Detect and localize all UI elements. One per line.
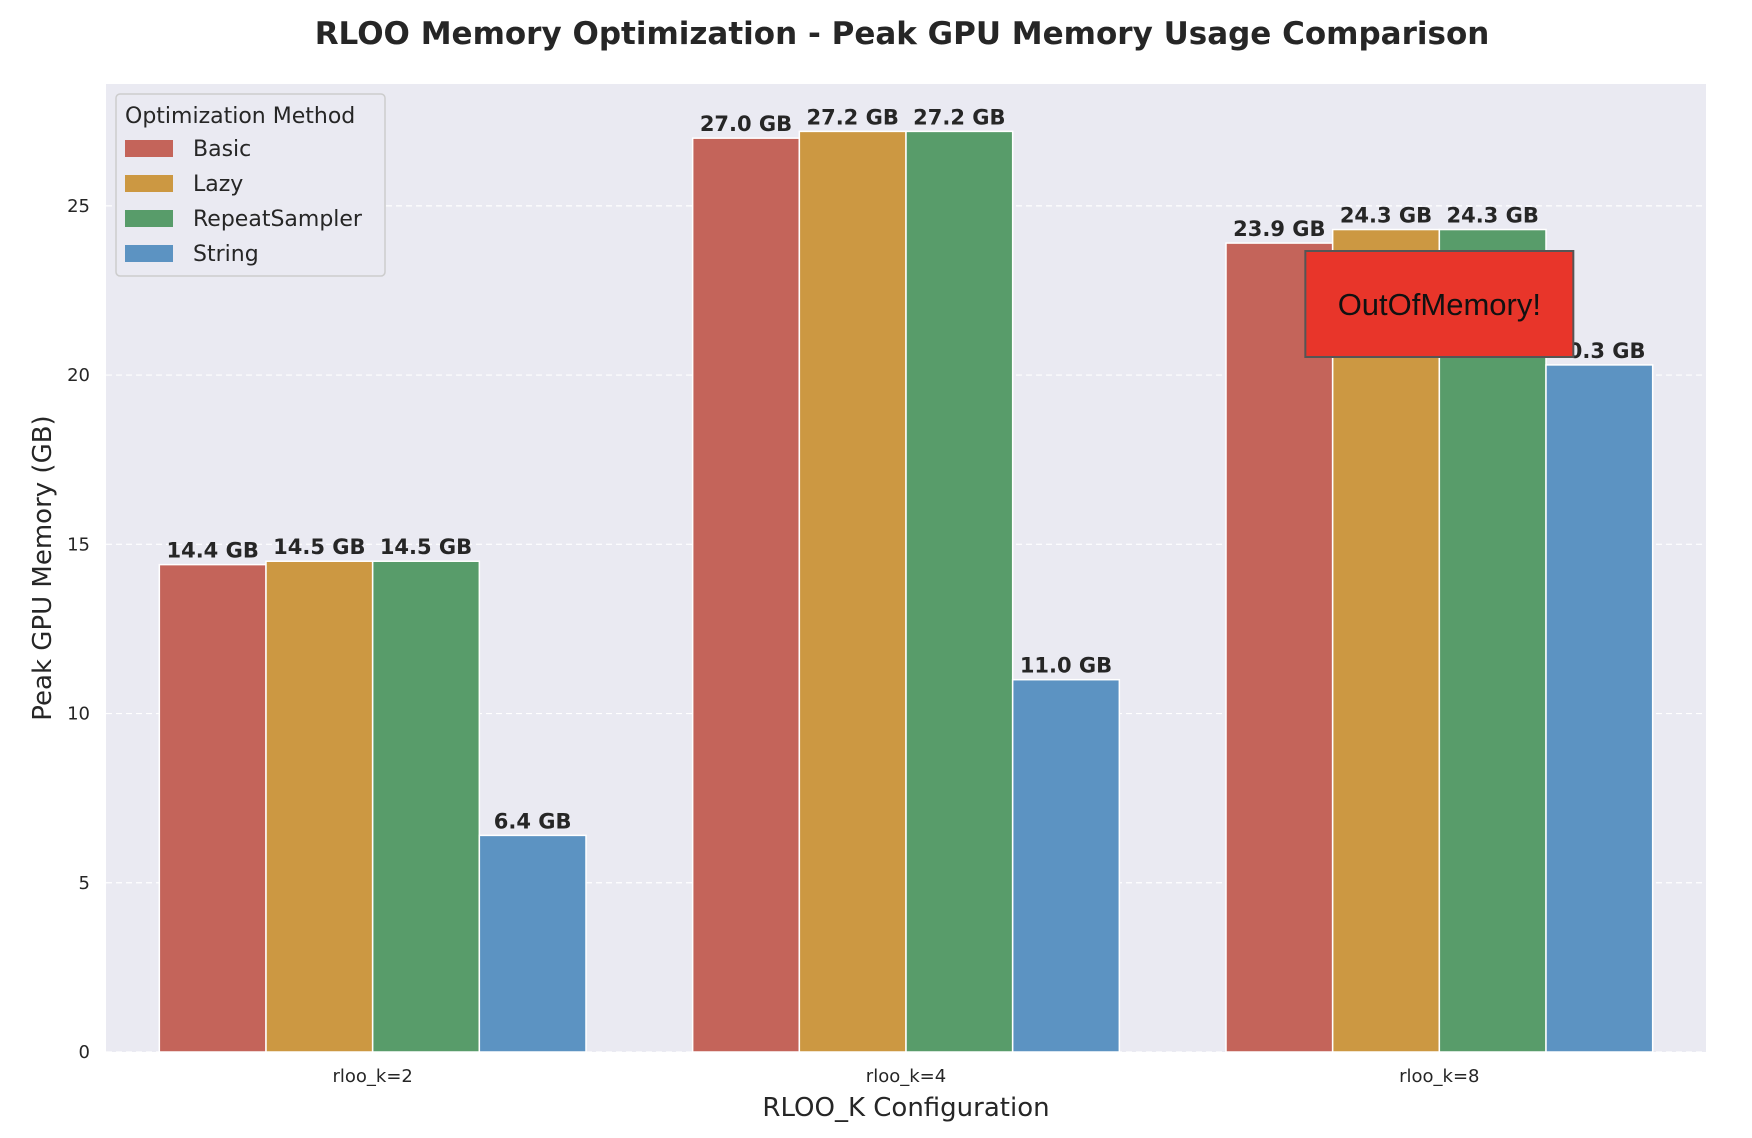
legend-label-lazy: Lazy <box>193 172 243 197</box>
legend-label-basic: Basic <box>193 137 251 162</box>
bar-labels: 14.4 GB 27.0 GB 23.9 GB 14.5 GB 27.2 GB 24.3 … <box>166 105 1645 833</box>
bar-value-label: 27.0 GB <box>700 112 792 136</box>
x-tick-label: rloo_k=8 <box>1399 1066 1479 1087</box>
bar-value-label: 27.2 GB <box>913 105 1005 129</box>
y-tick-label: 15 <box>67 534 90 555</box>
legend-title: Optimization Method <box>125 104 355 129</box>
y-tick-label: 20 <box>67 365 90 386</box>
y-tick-label: 5 <box>79 873 90 894</box>
x-axis-ticks: rloo_k=2 rloo_k=4 rloo_k=8 <box>332 1066 1479 1087</box>
bar-basic-1 <box>158 563 267 1053</box>
bar-string-2 <box>1011 678 1121 1053</box>
bar-value-label: 24.3 GB <box>1340 204 1432 228</box>
legend-frame <box>115 93 386 277</box>
legend-swatch-repeatsampler <box>125 210 173 227</box>
y-axis-ticks: 0 5 10 15 20 25 <box>67 196 90 1063</box>
bar-value-label: 14.5 GB <box>273 535 365 559</box>
bar-value-label: 6.4 GB <box>494 809 572 833</box>
x-axis-label: RLOO_K Configuration <box>762 1093 1049 1123</box>
bar-lazy-1 <box>265 560 374 1053</box>
legend-swatch-string <box>125 245 173 262</box>
bar-repeatsampler-3 <box>1438 228 1547 1053</box>
y-tick-label: 10 <box>67 704 90 725</box>
bar-value-label: 14.4 GB <box>166 539 258 563</box>
y-axis-label: Peak GPU Memory (GB) <box>28 415 58 720</box>
bar-value-label: 24.3 GB <box>1446 204 1538 228</box>
annotations: OutOfMemory! <box>1304 250 1575 358</box>
bar-basic-2 <box>691 137 801 1053</box>
bar-repeatsampler-2 <box>905 130 1014 1053</box>
x-tick-label: rloo_k=2 <box>332 1066 412 1087</box>
legend-swatch-basic <box>125 140 173 157</box>
legend-swatch-lazy <box>125 175 173 192</box>
bar-value-label: 11.0 GB <box>1020 654 1112 678</box>
bars <box>158 130 1654 1053</box>
bar-lazy-2 <box>798 130 907 1053</box>
legend-label-string: String <box>193 242 259 267</box>
bar-repeatsampler-1 <box>371 560 481 1053</box>
x-tick-label: rloo_k=4 <box>866 1066 946 1087</box>
bar-value-label: 23.9 GB <box>1233 217 1325 241</box>
y-tick-label: 25 <box>67 196 90 217</box>
chart-title: RLOO Memory Optimization - Peak GPU Memo… <box>315 16 1490 52</box>
bar-value-label: 14.5 GB <box>380 535 472 559</box>
bar-string-1 <box>478 834 587 1053</box>
out-of-memory-box <box>1304 250 1575 358</box>
out-of-memory-text: OutOfMemory! <box>1338 287 1541 322</box>
bar-basic-3 <box>1225 242 1334 1053</box>
legend: Optimization Method BasicLazyRepeatSampl… <box>115 93 386 277</box>
y-tick-label: 0 <box>79 1042 90 1063</box>
bar-string-3 <box>1545 364 1654 1053</box>
bar-value-label: 27.2 GB <box>806 105 898 129</box>
bar-lazy-3 <box>1331 228 1441 1053</box>
legend-label-repeatsampler: RepeatSampler <box>193 207 363 232</box>
